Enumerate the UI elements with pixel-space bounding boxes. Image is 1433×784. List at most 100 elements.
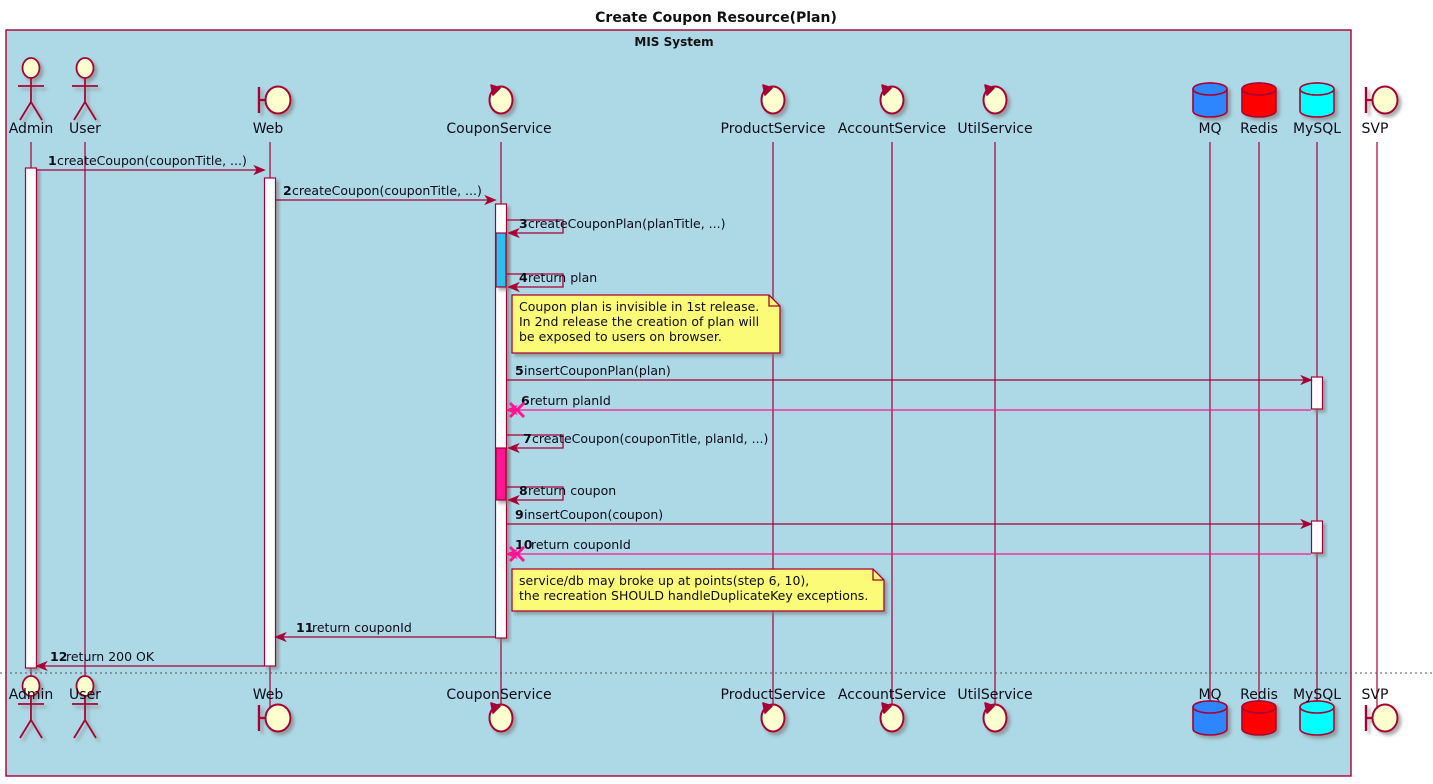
self-message-path-8 <box>507 486 564 501</box>
participant-label-utilservice-top: UtilService <box>957 121 1032 137</box>
message-text-8: return coupon <box>528 483 616 498</box>
message-text-4: return plan <box>528 270 597 285</box>
participant-mq-top-database-icon[interactable] <box>1192 82 1228 118</box>
arrowhead-8 <box>507 494 520 506</box>
participant-svp-top-boundary-icon[interactable] <box>1364 85 1399 115</box>
db-top <box>1192 700 1228 714</box>
self-message-path-3 <box>507 219 564 234</box>
participant-label-accountservice-bottom: AccountService <box>838 687 946 703</box>
participant-user-top-actor-icon[interactable] <box>72 57 98 121</box>
control-arrow <box>984 702 995 714</box>
message-number-3: 3 <box>519 216 528 231</box>
message-number-6: 6 <box>521 393 530 408</box>
participant-couponservice-top-control-icon[interactable] <box>488 84 514 115</box>
participant-label-couponservice-bottom: CouponService <box>446 687 551 703</box>
control-arrow <box>762 702 773 714</box>
participant-utilservice-bottom-control-icon[interactable] <box>982 702 1008 733</box>
note-line-1: service/db may broke up at points(step 6… <box>519 573 809 588</box>
notes-group: Coupon plan is invisible in 1st release.… <box>511 294 885 612</box>
arrowhead-2 <box>484 194 497 206</box>
boundary-circle <box>1371 85 1399 115</box>
participant-web-bottom-boundary-icon[interactable] <box>257 703 292 733</box>
act-couponservice <box>494 203 508 639</box>
participant-label-mq-bottom: MQ <box>1198 687 1221 703</box>
participant-label-web-top: Web <box>253 121 284 137</box>
participant-mq-bottom-database-icon[interactable] <box>1192 700 1228 736</box>
act-admin <box>24 167 38 669</box>
act-web <box>263 177 277 667</box>
message-text-2: createCoupon(couponTitle, ...) <box>292 183 482 198</box>
note-fold <box>872 569 884 581</box>
participant-label-couponservice-top: CouponService <box>446 121 551 137</box>
participant-couponservice-bottom-control-icon[interactable] <box>488 702 514 733</box>
message-text-3: createCouponPlan(planTitle, ...) <box>528 216 725 231</box>
actor-leg-left <box>19 101 32 121</box>
participant-mysql-top-database-icon[interactable] <box>1299 82 1335 118</box>
participant-productservice-top-control-icon[interactable] <box>760 84 786 115</box>
participant-redis-top-database-icon[interactable] <box>1241 82 1277 118</box>
arrowhead-11 <box>274 631 287 643</box>
message-text-10: return couponId <box>531 537 631 552</box>
actor-head <box>75 57 95 79</box>
actor-leg-right <box>30 101 43 121</box>
actor-leg-left <box>73 719 86 739</box>
actor-head <box>21 57 41 79</box>
participant-label-productservice-top: ProductService <box>721 121 826 137</box>
message-number-5: 5 <box>515 363 524 378</box>
participant-label-admin-bottom: Admin <box>9 687 54 703</box>
message-number-2: 2 <box>283 183 292 198</box>
participant-label-redis-top: Redis <box>1240 121 1278 137</box>
participant-accountservice-bottom-control-icon[interactable] <box>879 702 905 733</box>
message-text-1: createCoupon(couponTitle, ...) <box>57 153 247 168</box>
arrowhead-5 <box>1300 374 1313 386</box>
participant-web-top-boundary-icon[interactable] <box>257 85 292 115</box>
db-top <box>1241 82 1277 96</box>
note-line-1: Coupon plan is invisible in 1st release. <box>519 299 759 314</box>
message-number-12: 12 <box>50 649 67 664</box>
control-arrow <box>881 702 892 714</box>
participant-admin-top-actor-icon[interactable] <box>18 57 44 121</box>
arrowhead-12 <box>35 660 48 672</box>
participant-utilservice-top-control-icon[interactable] <box>982 84 1008 115</box>
message-text-5: insertCouponPlan(plan) <box>524 363 671 378</box>
participant-productservice-bottom-control-icon[interactable] <box>760 702 786 733</box>
participant-mysql-bottom-database-icon[interactable] <box>1299 700 1335 736</box>
note-duplicate-key: service/db may broke up at points(step 6… <box>511 568 885 612</box>
destroy-10 <box>508 545 526 563</box>
self-message-path-4 <box>507 273 564 288</box>
participant-admin-bottom-actor-icon[interactable] <box>18 675 44 739</box>
act-mysql-1 <box>1310 376 1324 410</box>
actor-leg-right <box>84 101 97 121</box>
mis-system-box <box>5 29 1352 777</box>
participant-accountservice-top-control-icon[interactable] <box>879 84 905 115</box>
activations-group <box>24 167 1324 669</box>
participant-svp-bottom-boundary-icon[interactable] <box>1364 703 1399 733</box>
participant-label-redis-bottom: Redis <box>1240 687 1278 703</box>
db-top <box>1241 700 1277 714</box>
participant-label-productservice-bottom: ProductService <box>721 687 826 703</box>
message-text-9: insertCoupon(coupon) <box>524 507 663 522</box>
mis-system-box-label: MIS System <box>634 35 713 49</box>
participant-redis-bottom-database-icon[interactable] <box>1241 700 1277 736</box>
control-arrow <box>762 84 773 96</box>
message-text-6: return planId <box>530 393 611 408</box>
arrowhead-9 <box>1300 518 1313 530</box>
participant-label-svp-top: SVP <box>1362 121 1389 137</box>
participant-label-accountservice-top: AccountService <box>838 121 946 137</box>
message-number-9: 9 <box>515 507 524 522</box>
control-arrow <box>881 84 892 96</box>
message-number-1: 1 <box>48 153 57 168</box>
participant-user-bottom-actor-icon[interactable] <box>72 675 98 739</box>
message-number-7: 7 <box>523 431 532 446</box>
participant-label-utilservice-bottom: UtilService <box>957 687 1032 703</box>
note-line-3: be exposed to users on browser. <box>519 329 722 344</box>
